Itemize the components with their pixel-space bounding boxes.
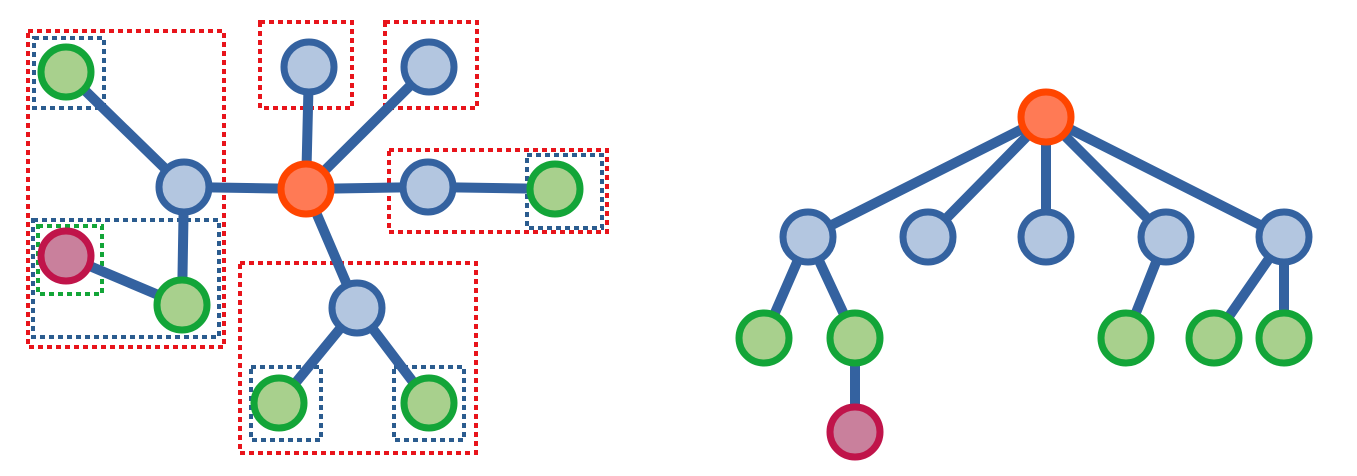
tree-node-g4 (1185, 309, 1243, 367)
group-box-blue-8 (525, 153, 604, 230)
graph-node-b4 (399, 158, 457, 216)
group-box-red-2 (258, 20, 354, 110)
tree-node-b2 (899, 208, 957, 266)
graph-node-g3 (526, 160, 584, 218)
tree-node-b1 (779, 208, 837, 266)
graph-node-b2 (280, 38, 338, 96)
graph-node-hub (277, 160, 335, 218)
tree-node-g3 (1097, 309, 1155, 367)
graph-node-g2 (153, 276, 211, 334)
tree-edge-hub-b5 (1041, 112, 1289, 242)
group-box-red-3 (383, 20, 479, 110)
graph-node-b3 (400, 38, 458, 96)
graph-node-g1 (37, 43, 95, 101)
group-box-red-5 (238, 261, 478, 455)
tree-node-g5 (1255, 309, 1313, 367)
edges (61, 62, 1289, 437)
nodes (37, 38, 1313, 461)
graph-node-b1 (155, 158, 213, 216)
graph-node-g5 (400, 374, 458, 432)
tree-node-hub (1017, 88, 1075, 146)
graph-node-b5 (328, 279, 386, 337)
tree-edge-hub-b1 (803, 112, 1051, 242)
group-box-blue-7 (31, 218, 221, 339)
tree-node-b4 (1137, 208, 1195, 266)
group-box-blue-6 (32, 36, 106, 110)
tree-node-b3 (1017, 208, 1075, 266)
graph-edge-hub-b3 (301, 62, 434, 194)
tree-node-b5 (1255, 208, 1313, 266)
tree-node-r1 (826, 403, 884, 461)
tree-node-g2 (826, 309, 884, 367)
graph-node-r1 (37, 227, 95, 285)
graph-node-g4 (250, 374, 308, 432)
tree-node-g1 (735, 309, 793, 367)
